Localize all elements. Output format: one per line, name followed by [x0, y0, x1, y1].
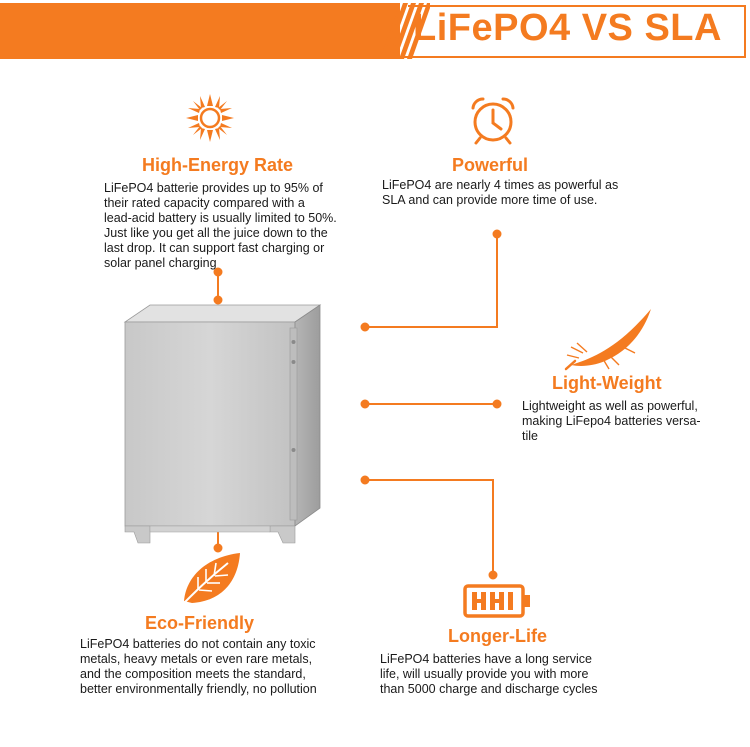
text-line: LiFePO4 are nearly 4 times as powerful a… [382, 178, 619, 192]
alarm-clock-icon [471, 97, 515, 145]
text-line: and the composition meets the standard, [80, 667, 306, 681]
longer-life-description: LiFePO4 batteries have a long service li… [380, 652, 645, 697]
page-title: LiFePO4 VS SLA [413, 7, 722, 49]
longer-life-title: Longer-Life [448, 626, 547, 646]
text-line: solar panel charging [104, 256, 217, 270]
text-line: LiFePO4 batteries have a long service [380, 652, 592, 666]
text-line: lead-acid battery is usually limited to … [104, 211, 337, 225]
sun-icon [186, 94, 234, 142]
feather-icon [564, 309, 651, 371]
high-energy-rate-description: LiFePO4 batterie provides up to 95% of t… [104, 181, 374, 271]
text-line: making LiFepo4 batteries versa- [522, 414, 701, 428]
text-line: SLA and can provide more time of use. [382, 193, 598, 207]
battery-cabinet-image [123, 304, 322, 544]
text-line: Just like you get all the juice down to … [104, 226, 328, 240]
text-line: LiFePO4 batteries do not contain any tox… [80, 637, 316, 651]
battery-icon [463, 584, 530, 618]
powerful-title: Powerful [452, 155, 529, 175]
banner-bar [0, 3, 400, 59]
light-weight-description: Lightweight as well as powerful, making … [522, 399, 737, 444]
text-line: life, will usually provide you with more [380, 667, 589, 681]
text-line: tile [522, 429, 538, 443]
light-weight-title: Light-Weight [552, 373, 662, 393]
text-line: LiFePO4 batterie provides up to 95% of [104, 181, 323, 195]
powerful-description: LiFePO4 are nearly 4 times as powerful a… [382, 178, 652, 208]
text-line: last drop. It can support fast charging … [104, 241, 325, 255]
text-line: metals, heavy metals or even rare metals… [80, 652, 313, 666]
eco-friendly-title: Eco-Friendly [145, 613, 255, 633]
eco-friendly-description: LiFePO4 batteries do not contain any tox… [80, 637, 365, 697]
text-line: better environmentally friendly, no poll… [80, 682, 317, 696]
high-energy-rate-title: High-Energy Rate [142, 155, 294, 175]
text-line: their rated capacity compared with a [104, 196, 305, 210]
text-line: Lightweight as well as powerful, [522, 399, 698, 413]
leaf-icon [181, 553, 240, 606]
text-line: than 5000 charge and discharge cycles [380, 682, 598, 696]
